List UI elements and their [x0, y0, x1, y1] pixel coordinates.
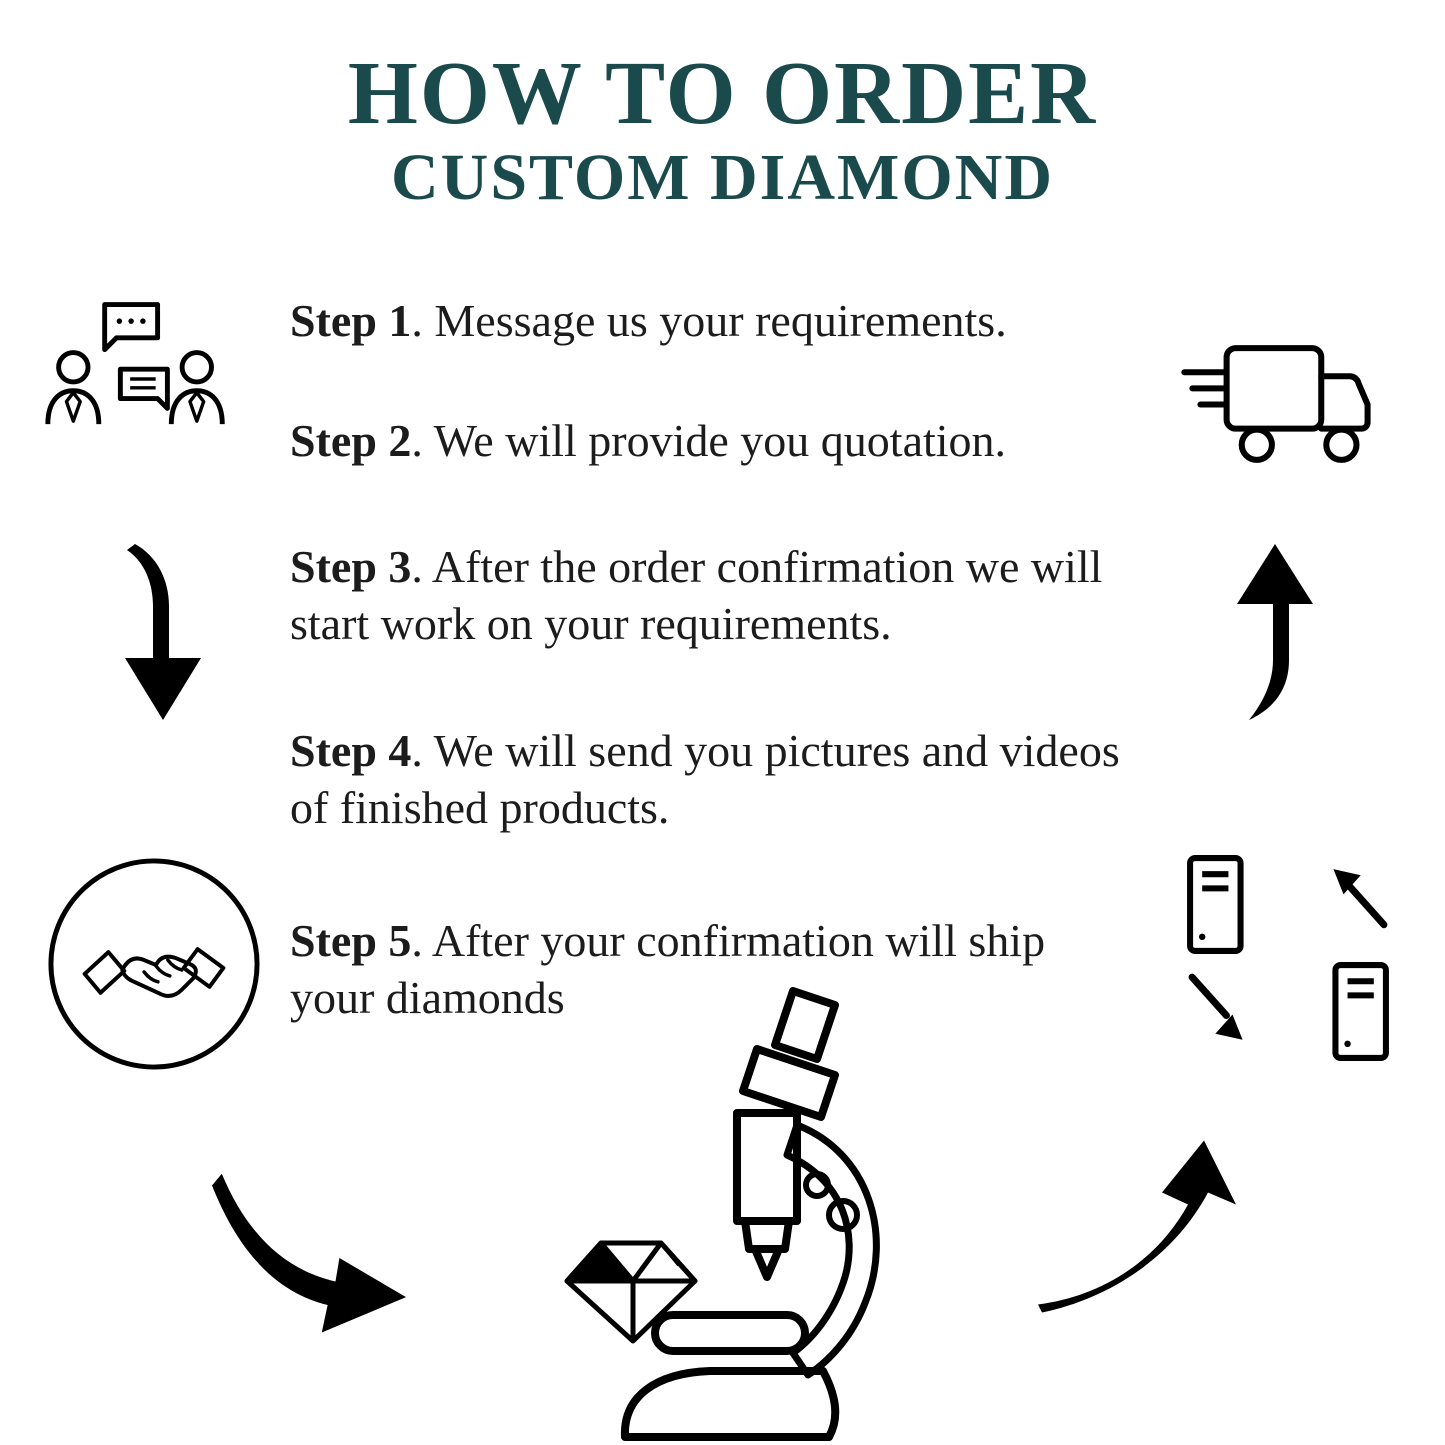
step-1-text: . Message us your requirements.	[411, 295, 1007, 346]
curved-arrow-upright-icon	[1038, 1140, 1238, 1316]
microscope-diamond-icon	[505, 985, 945, 1445]
step-1: Step 1. Message us your requirements.	[290, 292, 1210, 349]
handshake-circle-icon	[45, 855, 263, 1073]
curved-arrow-right-icon	[212, 1172, 408, 1342]
step-5-text: . After your confirmation will ship your…	[290, 915, 1046, 1024]
step-5: Step 5. After your confirmation will shi…	[290, 912, 1100, 1026]
step-3: Step 3. After the order confirmation we …	[290, 538, 1190, 652]
step-4-label: Step 4	[290, 725, 412, 776]
step-2-text: . We will provide you quotation.	[411, 415, 1007, 466]
page-title: HOW TO ORDER	[347, 44, 1098, 143]
delivery-truck-icon	[1178, 334, 1390, 480]
page-subtitle: CUSTOM DIAMOND	[391, 141, 1054, 214]
step-3-label: Step 3	[290, 541, 412, 592]
step-2: Step 2. We will provide you quotation.	[290, 412, 1210, 469]
step-2-label: Step 2	[290, 415, 412, 466]
curved-arrow-down-icon	[108, 542, 220, 722]
people-discussion-icon	[40, 288, 236, 470]
step-5-label: Step 5	[290, 915, 412, 966]
step-3-text: . After the order confirmation we will s…	[290, 541, 1103, 650]
step-1-label: Step 1	[290, 295, 412, 346]
step-4: Step 4. We will send you pictures and vi…	[290, 722, 1160, 836]
computer-exchange-icon	[1182, 852, 1394, 1064]
step-4-text: . We will send you pictures and videos o…	[290, 725, 1120, 834]
curved-arrow-up-icon	[1222, 542, 1324, 722]
